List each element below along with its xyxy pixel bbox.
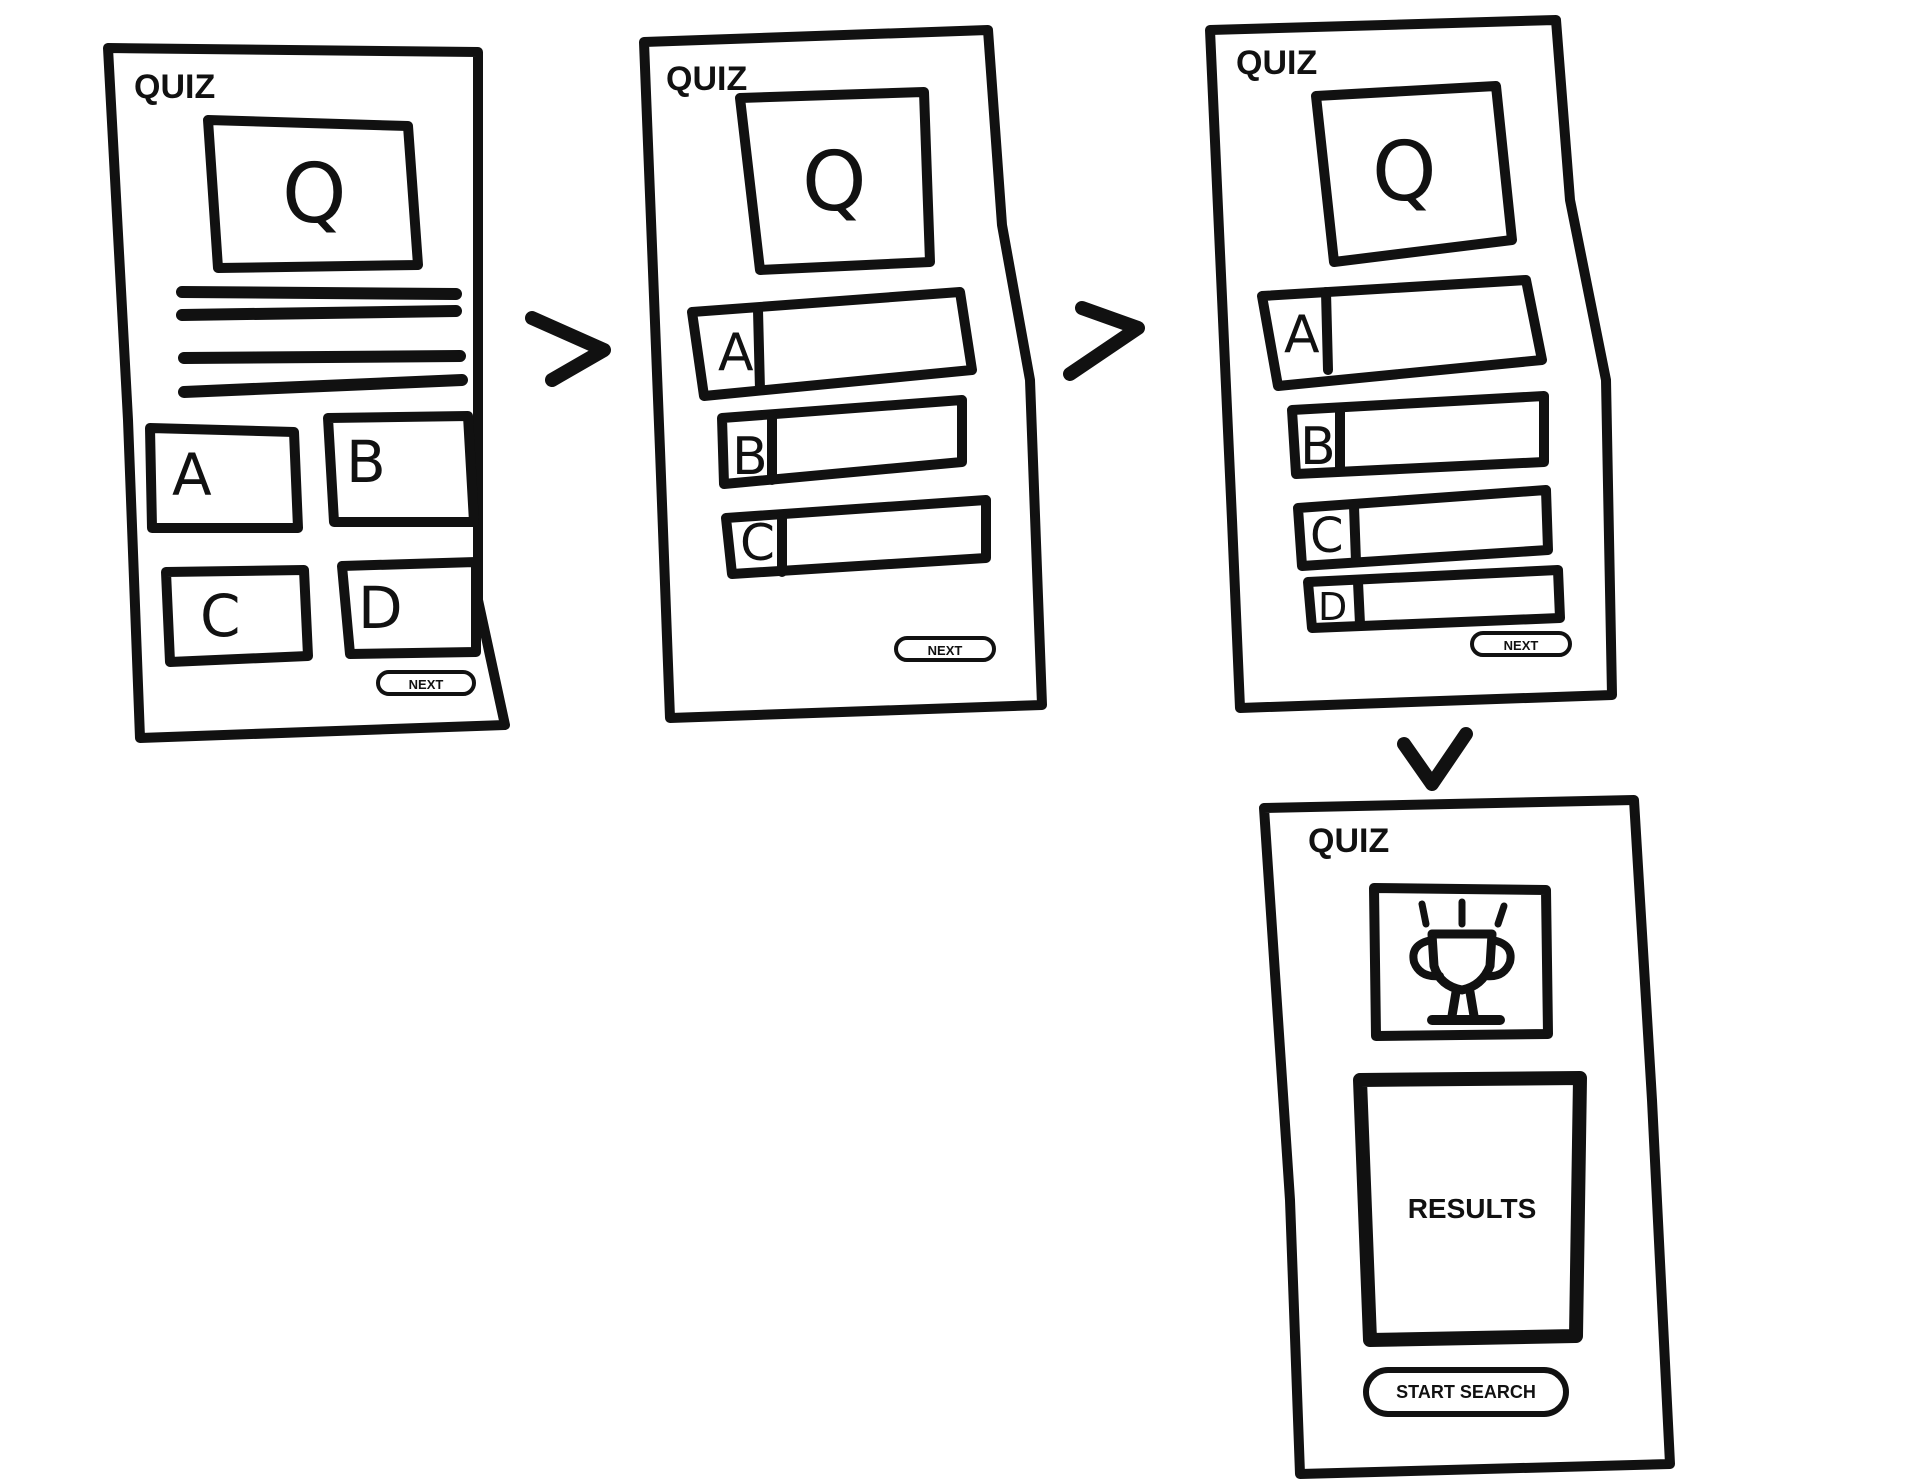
answer-option-a[interactable]: A (687, 287, 977, 401)
start-search-label: START SEARCH (1396, 1382, 1536, 1402)
question-image: Q (1311, 81, 1517, 267)
phone-frame (1259, 795, 1675, 1479)
answer-letter-c: C (200, 582, 241, 650)
next-label: NEXT (409, 677, 444, 692)
trophy-card (1369, 883, 1553, 1041)
answer-option-d[interactable]: D (1303, 565, 1565, 633)
quiz-title: QUIZ (666, 60, 747, 98)
results-label: RESULTS (1408, 1193, 1537, 1224)
quiz-title: QUIZ (1236, 44, 1317, 82)
question-glyph: Q (1372, 125, 1437, 220)
question-glyph: Q (802, 135, 867, 230)
answer-option-c[interactable]: C (1293, 485, 1553, 571)
answer-option-b[interactable]: B (1287, 391, 1549, 479)
start-search-button[interactable]: START SEARCH (1363, 1367, 1569, 1417)
answer-letter-b: B (1300, 417, 1336, 477)
answer-option-b[interactable]: B (323, 411, 479, 527)
quiz-screen-3: QUIZ Q A B C D NEXT (1205, 15, 1617, 713)
quiz-title: QUIZ (134, 68, 215, 106)
question-text-lines (176, 286, 468, 398)
chevron-right-icon (525, 311, 611, 387)
next-button[interactable]: NEXT (894, 636, 996, 662)
answer-letter-d: D (1318, 585, 1347, 629)
answer-option-a[interactable]: A (145, 423, 303, 533)
chevron-right-icon (1063, 301, 1145, 381)
next-label: NEXT (1504, 638, 1539, 653)
answer-letter-a: A (718, 323, 754, 383)
answer-option-c[interactable]: C (721, 495, 991, 579)
answer-letter-d: D (358, 574, 403, 642)
phone-frame (639, 25, 1047, 723)
answer-letter-a: A (1284, 305, 1320, 365)
next-label: NEXT (928, 643, 963, 658)
chevron-down-icon (1397, 727, 1473, 791)
answer-option-b[interactable]: B (717, 395, 967, 489)
next-button[interactable]: NEXT (1470, 631, 1572, 657)
answer-letter-c: C (740, 514, 775, 572)
answer-option-c[interactable]: C (161, 565, 313, 667)
answer-option-d[interactable]: D (337, 557, 481, 659)
question-glyph: Q (282, 147, 347, 242)
answer-letter-b: B (346, 428, 386, 496)
results-panel: RESULTS (1353, 1071, 1587, 1347)
quiz-screen-1: QUIZ Q A B C D NEX (103, 43, 510, 743)
trophy-icon (1409, 898, 1515, 1025)
question-image: Q (203, 115, 423, 273)
quiz-screen-2: QUIZ Q A B C NEXT (639, 25, 1047, 723)
quiz-title: QUIZ (1308, 822, 1389, 860)
next-button[interactable]: NEXT (376, 670, 476, 696)
phone-frame (1205, 15, 1617, 713)
answer-letter-a: A (172, 441, 212, 509)
question-image: Q (735, 87, 935, 275)
quiz-screen-4-results: QUIZ RESULTS START SEARCH (1259, 795, 1675, 1479)
phone-frame (103, 43, 510, 743)
answer-letter-b: B (732, 427, 768, 487)
answer-option-a[interactable]: A (1257, 275, 1547, 391)
answer-letter-c: C (1310, 508, 1344, 564)
